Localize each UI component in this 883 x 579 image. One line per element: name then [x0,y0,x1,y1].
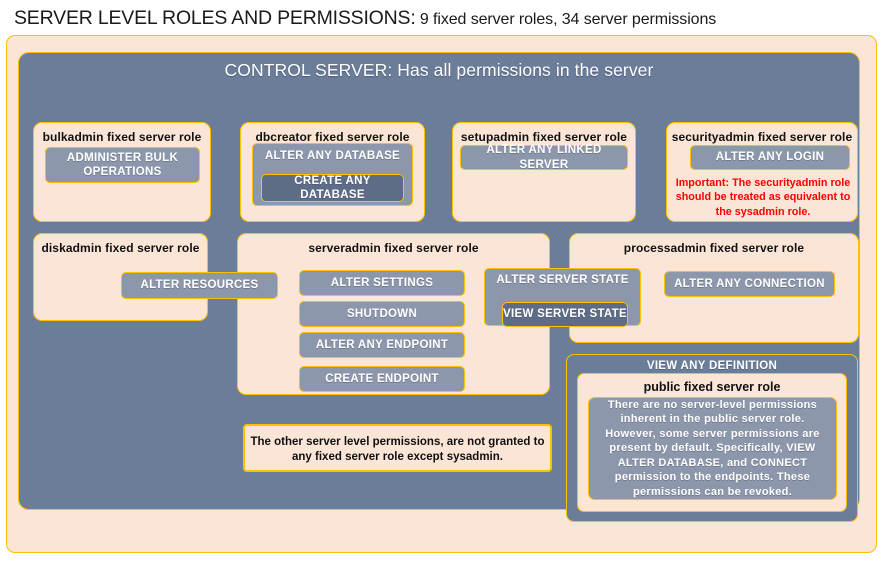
permission-create-any-database: CREATE ANY DATABASE [261,174,404,202]
role-box-securityadmin: securityadmin fixed server role [666,122,858,222]
permission-view-any-definition-label: VIEW ANY DEFINITION [646,360,778,372]
other-permissions-note-box: The other server level permissions, are … [243,424,552,472]
permission-administer-bulk-operations: ADMINISTER BULK OPERATIONS [45,147,200,183]
page-title-main: SERVER LEVEL ROLES AND PERMISSIONS: [14,7,416,29]
securityadmin-important-note: Important: The securityadmin role should… [675,177,851,218]
permission-alter-settings: ALTER SETTINGS [299,270,465,296]
role-title-diskadmin: diskadmin fixed server role [41,241,200,255]
permission-alter-any-login: ALTER ANY LOGIN [690,145,850,170]
role-title-processadmin: processadmin fixed server role [623,241,805,255]
page-title-sub: 9 fixed server roles, 34 server permissi… [415,11,717,28]
role-title-dbcreator: dbcreator fixed server role [255,130,410,144]
page-title: SERVER LEVEL ROLES AND PERMISSIONS: 9 fi… [14,7,716,30]
public-role-note: There are no server-level permissions in… [588,397,837,500]
role-title-serveradmin: serveradmin fixed server role [308,241,479,255]
role-title-bulkadmin: bulkadmin fixed server role [42,130,202,144]
permission-create-endpoint: CREATE ENDPOINT [299,366,465,392]
permission-alter-any-endpoint: ALTER ANY ENDPOINT [299,332,465,358]
other-permissions-note-text: The other server level permissions, are … [250,436,545,464]
role-title-securityadmin: securityadmin fixed server role [671,130,853,144]
permission-alter-resources: ALTER RESOURCES [121,272,278,299]
permission-alter-any-connection: ALTER ANY CONNECTION [664,271,835,297]
control-server-label: CONTROL SERVER: Has all permissions in t… [224,60,654,80]
permission-alter-any-linked-server: ALTER ANY LINKED SERVER [460,144,628,171]
sql-version-label: SQL Server 2017 [52,565,152,579]
permission-shutdown: SHUTDOWN [299,301,465,327]
permission-view-server-state: VIEW SERVER STATE [502,302,628,327]
role-title-public: public fixed server role [643,380,781,394]
role-title-setupadmin: setupadmin fixed server role [460,130,628,144]
role-box-setupadmin: setupadmin fixed server role [452,122,636,222]
